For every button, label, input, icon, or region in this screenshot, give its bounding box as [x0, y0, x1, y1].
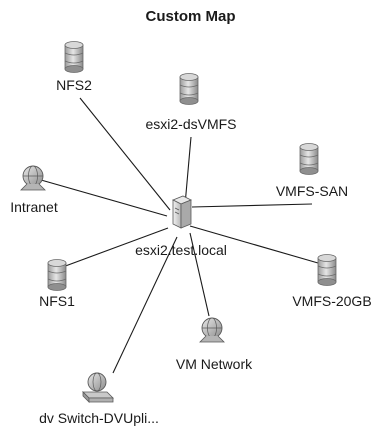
- edge-esxi2ds: [184, 136, 192, 206]
- edge-intranet: [33, 177, 168, 217]
- map-title: Custom Map: [145, 8, 236, 25]
- map-icons: [20, 41, 337, 403]
- map-edges: [33, 97, 319, 374]
- edge-vmfssan: [191, 203, 313, 208]
- datastore-icon[interactable]: [47, 259, 67, 291]
- network-icon[interactable]: [199, 317, 225, 343]
- dvswitch-uplink-icon[interactable]: [82, 372, 114, 403]
- edge-vmfs20gb: [189, 225, 319, 264]
- edge-nfs1: [59, 227, 169, 269]
- datastore-icon[interactable]: [179, 73, 199, 105]
- node-label-vmfs20gb[interactable]: VMFS-20GB: [292, 293, 371, 309]
- node-label-nfs2[interactable]: NFS2: [56, 77, 92, 93]
- network-icon[interactable]: [20, 165, 46, 191]
- edge-nfs2: [79, 97, 171, 211]
- datastore-icon[interactable]: [64, 41, 84, 73]
- node-label-vmnetwork[interactable]: VM Network: [176, 356, 253, 372]
- edge-vmnetwork: [189, 232, 210, 317]
- node-label-vmfssan[interactable]: VMFS-SAN: [276, 183, 348, 199]
- node-label-nfs1[interactable]: NFS1: [39, 293, 75, 309]
- server-icon[interactable]: [172, 195, 192, 229]
- node-label-host[interactable]: esxi2.test.local: [135, 242, 227, 258]
- datastore-icon[interactable]: [299, 143, 319, 175]
- node-label-intranet[interactable]: Intranet: [10, 199, 58, 215]
- datastore-icon[interactable]: [317, 254, 337, 286]
- edge-dvswitch: [112, 236, 178, 374]
- node-label-dvswitch[interactable]: dv Switch-DVUpli...: [39, 410, 159, 426]
- map-labels: NFS2 esxi2-dsVMFS VMFS-SAN IntranetVMFS-20G…: [10, 77, 371, 426]
- node-label-esxi2ds[interactable]: esxi2-dsVMFS: [145, 116, 236, 132]
